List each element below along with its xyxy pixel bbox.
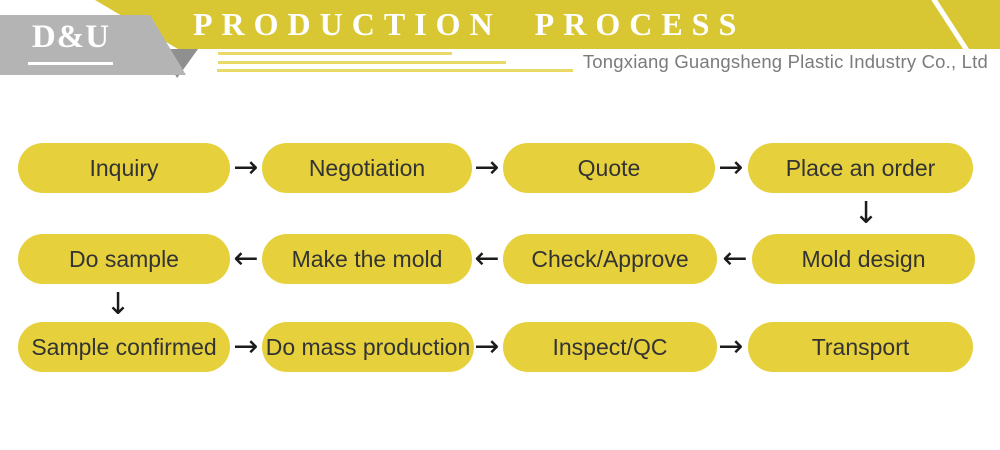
page-title: PRODUCTION PROCESS <box>193 6 746 42</box>
arrow-right-icon: → <box>233 150 259 185</box>
step-mold-design: Mold design <box>752 234 975 284</box>
arrow-right-icon: → <box>233 329 259 364</box>
arrow-right-icon: → <box>474 150 500 185</box>
arrow-right-icon: → <box>718 150 744 185</box>
logo-plate <box>0 15 186 75</box>
arrow-left-icon: ← <box>233 241 259 276</box>
arrow-left-icon: ← <box>722 241 748 276</box>
step-transport: Transport <box>748 322 973 372</box>
title-banner <box>95 0 1000 49</box>
logo: D&U <box>31 19 111 55</box>
step-negotiation: Negotiation <box>262 143 472 193</box>
accent-line <box>218 61 506 64</box>
step-place-an-order: Place an order <box>748 143 973 193</box>
arrow-down-icon: ↓ <box>853 196 879 231</box>
arrow-left-icon: ← <box>474 241 500 276</box>
step-sample-confirmed: Sample confirmed <box>18 322 230 372</box>
step-inquiry: Inquiry <box>18 143 230 193</box>
accent-line <box>218 52 452 55</box>
accent-line <box>217 69 573 72</box>
step-quote: Quote <box>503 143 715 193</box>
arrow-down-icon: ↓ <box>105 287 131 322</box>
logo-underline <box>28 62 113 65</box>
step-inspect-qc: Inspect/QC <box>503 322 717 372</box>
step-check-approve: Check/Approve <box>503 234 717 284</box>
arrow-right-icon: → <box>474 329 500 364</box>
step-make-the-mold: Make the mold <box>262 234 472 284</box>
company-name: Tongxiang Guangsheng Plastic Industry Co… <box>582 51 988 72</box>
arrow-right-icon: → <box>718 329 744 364</box>
step-do-sample: Do sample <box>18 234 230 284</box>
step-do-mass-production: Do mass production <box>262 322 474 372</box>
